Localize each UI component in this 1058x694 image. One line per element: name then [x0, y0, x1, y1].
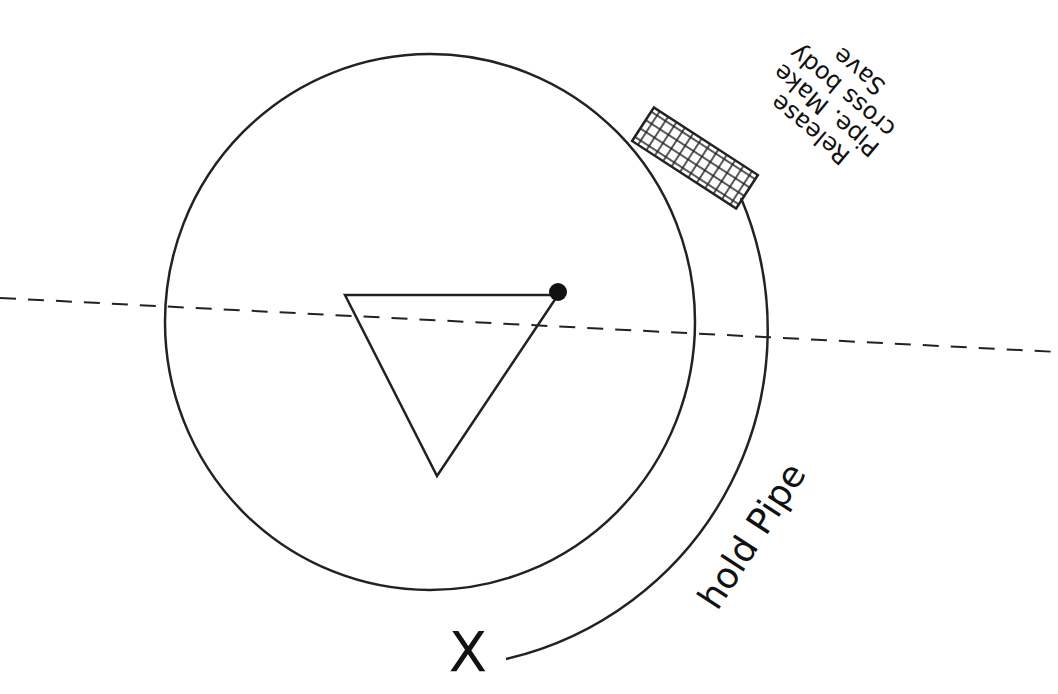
release-note: Release Pipe. Make cross body Save: [745, 13, 925, 187]
center-line: [0, 298, 1058, 352]
triangle: [345, 295, 558, 476]
x-mark: X: [449, 623, 487, 682]
hold-pipe-label: hold Pipe: [691, 456, 813, 615]
hatched-block: [632, 107, 758, 208]
body-circle: [165, 54, 695, 590]
pivot-dot: [549, 283, 567, 301]
